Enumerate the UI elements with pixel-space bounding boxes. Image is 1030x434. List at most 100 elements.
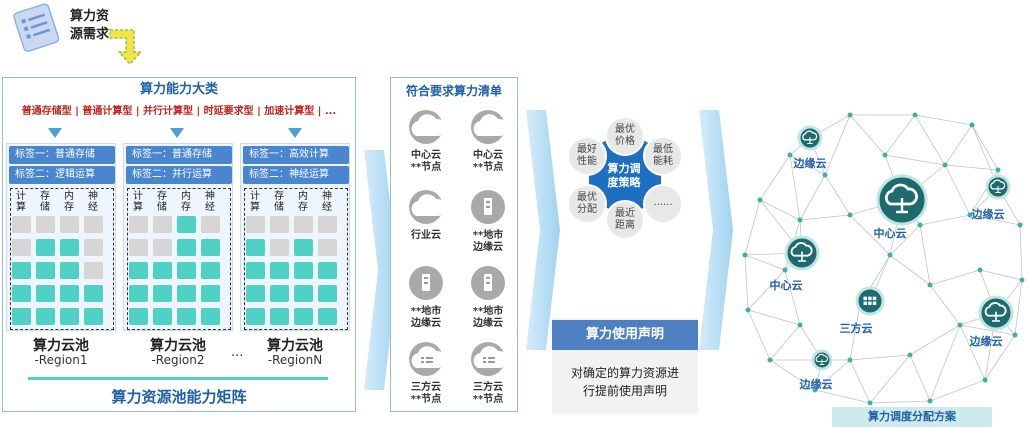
tag-secondary: 标签二：神经运算 (243, 166, 349, 184)
grid-cell (129, 285, 148, 302)
network-node-label: 中心云 (873, 227, 907, 240)
network-point (1012, 332, 1018, 338)
grid-cell (129, 262, 148, 279)
grid-cell (153, 216, 172, 233)
grid-cell (246, 262, 265, 279)
grid-cell (36, 239, 55, 256)
grid-cell (294, 239, 313, 256)
grid-cell (84, 308, 103, 325)
divider (28, 377, 328, 380)
cloud-node-icon (978, 295, 1014, 331)
network-point (745, 307, 751, 313)
request-document-icon (13, 3, 60, 52)
grid-cell (60, 285, 79, 302)
network-point (867, 400, 873, 405)
cloud-node-icon (797, 125, 823, 151)
grid-cell (318, 239, 337, 256)
grid-column-header: 存储 (274, 191, 284, 213)
grid-cell (12, 262, 31, 279)
grid-cell (153, 239, 172, 256)
grid-cell (60, 239, 79, 256)
scheme-label: 算力调度分配方案 (832, 407, 992, 427)
matrix-title: 算力资源池能力矩阵 (111, 388, 247, 406)
region-box: 标签一：普通存储标签二：逻辑运算计算存储内存神经 (6, 143, 116, 331)
network-node-label: 边缘云 (969, 335, 1003, 348)
grid-cell (177, 308, 196, 325)
chevron-right-icon (699, 110, 733, 350)
resource-item-label: **地市边缘云 (410, 306, 442, 329)
grid-cell (294, 216, 313, 233)
region-box: 标签一：普通存储标签二：并行运算计算存储内存神经 (123, 143, 233, 331)
server-cloud-icon (468, 266, 508, 300)
cloud-node-icon (784, 235, 820, 271)
network-point (812, 387, 818, 393)
grid-column-header: 神经 (205, 191, 215, 213)
network-diagram (742, 112, 1025, 405)
grid-cell (36, 308, 55, 325)
grid-cell (12, 216, 31, 233)
network-point (912, 112, 918, 118)
tag-secondary: 标签二：逻辑运算 (9, 166, 115, 184)
strategy-petal: 最优价格 (615, 124, 635, 147)
network-point (757, 197, 763, 203)
network-point (882, 152, 888, 158)
grid-cell (294, 262, 313, 279)
strategy-center: 算力调度策略 (607, 162, 641, 189)
grid-cell (84, 285, 103, 302)
grid-column-header: 神经 (88, 191, 98, 213)
cloud-icon (406, 110, 446, 144)
strategy-petal: 最好性能 (577, 144, 597, 167)
usage-statement-title: 算力使用声明 (552, 320, 698, 350)
grid-cell (270, 285, 289, 302)
network-node-label: 三方云 (839, 322, 873, 335)
network-node-label: 边缘云 (793, 157, 827, 170)
grid-cell (270, 239, 289, 256)
server-cloud-icon (468, 190, 508, 224)
grid-cell (12, 285, 31, 302)
grid-cell (177, 262, 196, 279)
network-point (969, 122, 975, 128)
capability-grid (127, 188, 231, 330)
network-node-label: 边缘云 (799, 378, 833, 391)
tag-primary: 标签一：高效计算 (243, 146, 349, 164)
pool-region: -Region1 (34, 353, 88, 367)
grid-cell (270, 308, 289, 325)
grid-column-header: 内存 (298, 191, 308, 213)
grid-column-header: 计算 (133, 191, 143, 213)
network-node-label: 边缘云 (971, 208, 1005, 221)
grid-cell (129, 216, 148, 233)
resource-item-label: 三方云**节点 (410, 382, 442, 405)
capability-grid (10, 188, 114, 330)
grid-cell (36, 262, 55, 279)
tag-secondary: 标签二：并行运算 (126, 166, 232, 184)
network-point (927, 282, 933, 288)
grid-column-header: 神经 (322, 191, 332, 213)
grid-cell (60, 216, 79, 233)
chevron-right-icon (526, 110, 560, 350)
network-point (957, 322, 963, 328)
pool-name: 算力云池 (267, 338, 323, 354)
capability-grid (244, 188, 348, 330)
network-point (847, 212, 853, 218)
pool-name: 算力云池 (150, 338, 206, 354)
grid-column-header: 计算 (16, 191, 26, 213)
grid-cell (129, 308, 148, 325)
strategy-diagram (567, 116, 683, 240)
network-point (1017, 222, 1023, 228)
grid-cell (270, 216, 289, 233)
network-point (967, 212, 973, 218)
grid-cell (129, 239, 148, 256)
small-down-arrow-icon (288, 128, 302, 138)
network-point (917, 222, 923, 228)
resource-item-label: **地市边缘云 (472, 230, 504, 253)
grid-cell (153, 262, 172, 279)
grid-cell (294, 308, 313, 325)
resource-item-label: 中心云**节点 (472, 150, 504, 173)
grid-cell (294, 285, 313, 302)
network-point (847, 357, 853, 363)
network-point (977, 267, 983, 273)
grid-cell (84, 239, 103, 256)
resource-item-label: 三方云**节点 (472, 382, 504, 405)
chevron-right-icon (364, 150, 398, 390)
third-party-cloud-node-icon (855, 286, 885, 316)
